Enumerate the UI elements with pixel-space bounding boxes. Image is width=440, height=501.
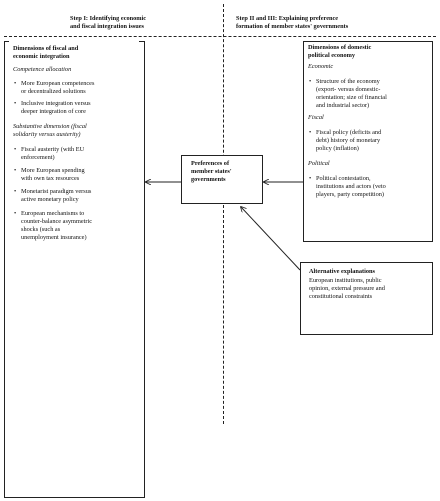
right-section-fiscal: Fiscal [308, 114, 324, 121]
left-item-5: Monetarist paradigm versus active moneta… [14, 188, 139, 204]
step1-heading: Step I: Identifying economic and fiscal … [70, 7, 200, 31]
right-section-political: Political [308, 160, 330, 167]
center-box-inner [186, 159, 258, 200]
step23-text: Step II and III: Explaining preference f… [236, 15, 349, 30]
left-box-spacer [9, 41, 139, 495]
alt-box-outer [300, 262, 433, 335]
alt-box-title: Alternative explanations [309, 268, 375, 275]
left-item-2: Inclusive integration versus deeper inte… [14, 100, 139, 116]
right-item-2: Fiscal policy (deficits and debt) histor… [309, 129, 428, 153]
right-item-3: Political contestation, institutions and… [309, 175, 428, 199]
left-item-1: More European competences or decentraliz… [14, 80, 139, 96]
left-section-substantive: Substantive dimension (fiscal solidarity… [13, 123, 87, 138]
left-item-4: More European spending with own tax reso… [14, 167, 139, 183]
right-box-title: Dimensions of domestic political economy [308, 44, 372, 59]
left-section-competence: Competence allocation [13, 66, 72, 73]
arrow-alt-to-center [241, 207, 301, 271]
left-box-title: Dimensions of fiscal and economic integr… [13, 45, 79, 60]
step1-text: Step I: Identifying economic and fiscal … [70, 15, 147, 30]
step23-heading: Step II and III: Explaining preference f… [236, 7, 436, 31]
right-item-1: Structure of the economy (export- versus… [309, 78, 428, 110]
alt-box-body: European institutions, public opinion, e… [309, 277, 385, 300]
right-section-economic: Economic [308, 63, 334, 70]
vertical-dashed-divider [223, 4, 224, 424]
diagram-arrows [0, 0, 303, 271]
horizontal-dashed-divider [4, 36, 436, 37]
center-box-title: Preferences of member states' government… [191, 160, 232, 183]
left-item-3: Fiscal austerity (with EU enforcement) [14, 146, 139, 162]
left-item-6: European mechanisms to counter-balance a… [14, 210, 139, 242]
